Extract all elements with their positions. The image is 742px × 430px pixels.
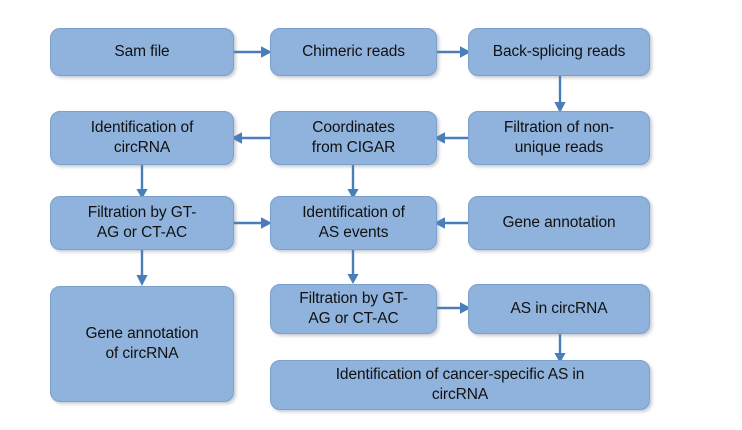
edge-coordinates-to-as-events: [345, 164, 361, 200]
node-label: Filtration by GT- AG or CT-AC: [87, 203, 197, 241]
node-label: Chimeric reads: [302, 42, 405, 60]
node-label: Filtration by GT- AG or CT-AC: [299, 289, 408, 327]
node-identification-of-as-events[interactable]: Identification of AS events: [270, 196, 437, 250]
node-label: Coordinates from CIGAR: [311, 118, 396, 156]
node-filtration-of-non-unique-reads[interactable]: Filtration of non- unique reads: [468, 111, 650, 165]
node-gene-annotation[interactable]: Gene annotation: [468, 196, 650, 250]
edge-chimeric-to-backsplicing: [434, 44, 472, 60]
node-label: Identification of cancer-specific AS in …: [335, 365, 585, 403]
edge-backsplicing-to-filtration: [552, 74, 568, 114]
node-filtration-by-gt-ag-or-ct-ac-2[interactable]: Filtration by GT- AG or CT-AC: [270, 284, 437, 334]
node-chimeric-reads[interactable]: Chimeric reads: [270, 28, 437, 76]
node-as-in-circrna[interactable]: AS in circRNA: [468, 284, 650, 334]
node-coordinates-from-cigar[interactable]: Coordinates from CIGAR: [270, 111, 437, 165]
node-label: Sam file: [114, 42, 170, 60]
node-label: AS in circRNA: [510, 299, 608, 317]
edge-filtration-gtag2-to-as-in-circrna: [434, 300, 472, 316]
node-label: Gene annotation of circRNA: [85, 324, 199, 362]
node-back-splicing-reads[interactable]: Back-splicing reads: [468, 28, 650, 76]
edge-as-events-to-filtration-gtag2: [345, 249, 361, 285]
node-label: Identification of circRNA: [90, 118, 194, 156]
edge-as-in-circrna-to-cancer-specific: [552, 332, 568, 364]
node-label: Filtration of non- unique reads: [503, 118, 615, 156]
edge-filtration-gtag-to-as-events: [231, 215, 273, 231]
node-sam-file[interactable]: Sam file: [50, 28, 234, 76]
edge-gene-annotation-to-as-events: [434, 215, 472, 231]
edge-sam-to-chimeric: [233, 44, 273, 60]
edge-filtration-gtag-to-gene-annotation-circrna: [134, 249, 150, 287]
edge-coordinates-to-identification: [231, 130, 273, 146]
node-label: Back-splicing reads: [492, 42, 626, 60]
node-label: Identification of AS events: [302, 203, 405, 241]
node-gene-annotation-of-circrna[interactable]: Gene annotation of circRNA: [50, 286, 234, 402]
node-identification-of-cancer-specific-as-in-circrna[interactable]: Identification of cancer-specific AS in …: [270, 360, 650, 410]
edge-identification-to-filtration-gtag: [134, 164, 150, 200]
node-label: Gene annotation: [502, 213, 616, 231]
node-identification-of-circrna[interactable]: Identification of circRNA: [50, 111, 234, 165]
edge-filtration-to-coordinates: [434, 130, 472, 146]
node-filtration-by-gt-ag-or-ct-ac-1[interactable]: Filtration by GT- AG or CT-AC: [50, 196, 234, 250]
